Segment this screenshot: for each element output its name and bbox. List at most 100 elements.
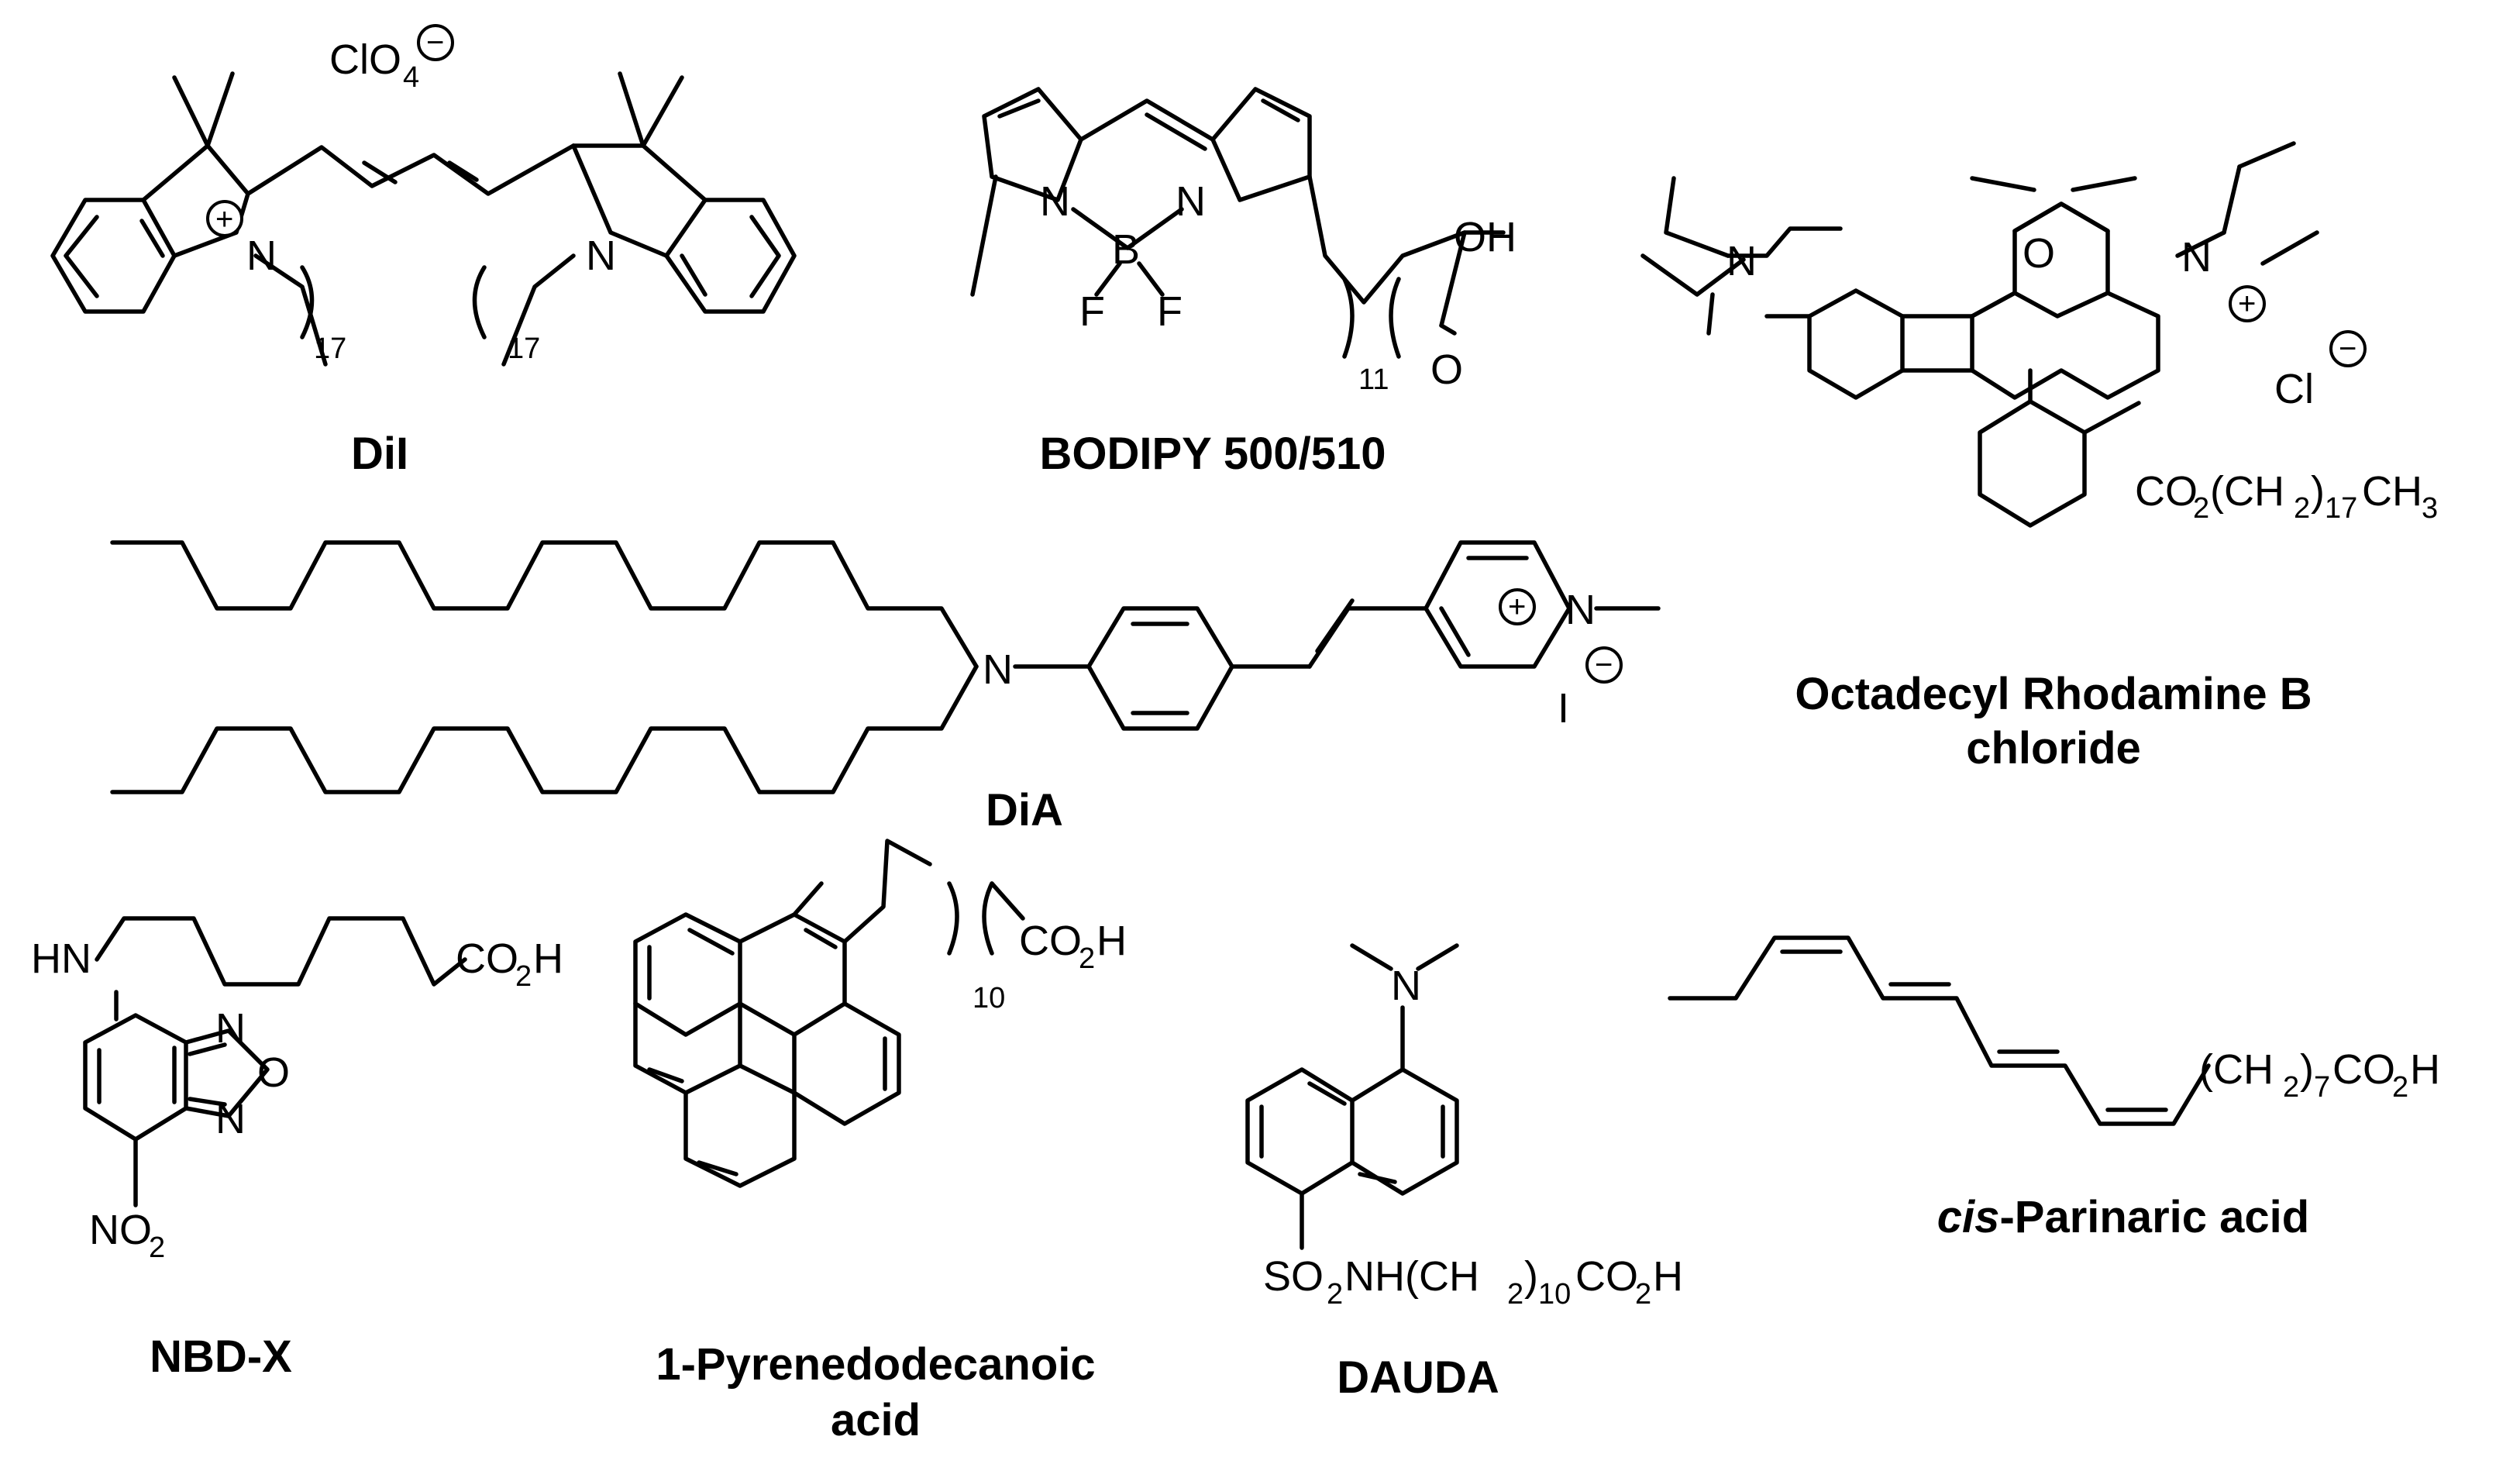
nbd-n2-label: N (215, 1096, 246, 1142)
rhodamine-minus-charge-icon (2329, 330, 2367, 367)
rhodamine-plus-charge-icon (2229, 285, 2266, 322)
parinaric-caption: cis-Parinaric acid (1937, 1192, 2309, 1242)
svg-text:SO: SO (1263, 1253, 1324, 1300)
bodipy-chain-count: 11 (1358, 363, 1389, 396)
svg-text:2: 2 (1327, 1278, 1343, 1311)
pyrene-structure: CO 2 H 10 1-Pyrenedodecanoic acid (633, 839, 1127, 1445)
nbd-o-label: O (257, 1049, 290, 1096)
svg-text:−: − (1595, 648, 1613, 682)
dii-plus-charge-icon (206, 200, 243, 237)
svg-text:NH(CH: NH(CH (1344, 1253, 1479, 1300)
svg-text:): ) (2300, 1046, 2314, 1093)
svg-text:2: 2 (1635, 1278, 1651, 1311)
bodipy-n-right-label: N (1176, 178, 1206, 225)
dii-caption: DiI (351, 429, 408, 479)
svg-text:−: − (2339, 332, 2356, 366)
dii-right-pyrrole (571, 143, 707, 258)
dia-plus-charge-icon (1499, 588, 1536, 625)
svg-text:+: + (2238, 287, 2256, 321)
pyrene-ring-system (738, 912, 847, 1037)
bodipy-right-pyrrole (1210, 87, 1312, 202)
dii-right-benzene (664, 198, 797, 314)
bodipy-f1-label: F (1079, 288, 1105, 335)
svg-text:−: − (426, 26, 444, 60)
dii-structure: N N + 17 17 ClO 4 − DiI (50, 24, 797, 479)
nbd-x-structure: HN CO 2 H N O N NO 2 NBD-X (31, 916, 563, 1382)
parinaric-polyene-chain (1668, 935, 2211, 1126)
bodipy-n-left-label: N (1040, 178, 1070, 225)
rhodamine-ester-label: CO 2 (CH 2 ) 17 CH 3 (2135, 468, 2438, 525)
bodipy-caption: BODIPY 500/510 (1039, 429, 1386, 479)
dii-chain-count-right: 17 (508, 332, 540, 365)
bodipy-f2-label: F (1157, 288, 1183, 335)
dii-chain-count-left: 17 (314, 332, 346, 365)
dia-upper-alkyl-chain (110, 540, 979, 669)
bodipy-b-label: B (1112, 226, 1140, 273)
rhodamine-caption-line2: chloride (1966, 723, 2141, 773)
svg-text:): ) (1524, 1253, 1538, 1300)
svg-text:H: H (1653, 1253, 1683, 1300)
svg-text:H: H (1096, 918, 1127, 964)
dia-structure: N N + I − DiA (110, 540, 1661, 835)
dii-left-pyrrole (141, 143, 250, 258)
dii-n-label: N (586, 233, 616, 279)
dia-pyridinium-ring (1424, 540, 1572, 669)
dauda-structure: N SO 2 NH(CH 2 ) 10 CO 2 H DAUDA (1245, 943, 1683, 1403)
parinaric-tail-label: (CH 2 ) 7 CO 2 H (2199, 1046, 2440, 1104)
svg-text:(CH: (CH (2199, 1046, 2274, 1093)
pyrene-co2h-label: CO 2 H (1019, 918, 1127, 975)
dia-pyridinium-n-label: N (1565, 587, 1596, 633)
svg-text:H: H (2410, 1046, 2440, 1093)
rhodamine-counterion-label: Cl (2274, 366, 2314, 412)
svg-text:(CH: (CH (2210, 468, 2284, 515)
svg-text:CO: CO (2332, 1046, 2395, 1093)
dauda-amine-n-label: N (1391, 963, 1421, 1009)
svg-text:2: 2 (1079, 942, 1095, 975)
rhodamine-benzoate-ring (1978, 399, 2087, 528)
pyrene-chain-count: 10 (973, 982, 1005, 1014)
nbd-co2h-label: CO 2 H (456, 935, 563, 993)
dia-lower-alkyl-chain (110, 664, 979, 794)
rhodamine-caption-line1: Octadecyl Rhodamine B (1795, 669, 2312, 719)
nbd-n1-label: N (215, 1005, 246, 1052)
svg-text:2: 2 (2193, 492, 2209, 525)
svg-text:CO: CO (2135, 468, 2198, 515)
nbd-no2-label: NO 2 (89, 1207, 165, 1264)
dii-left-benzene (50, 198, 177, 314)
rhodamine-o-label: O (2023, 230, 2055, 277)
svg-text:+: + (215, 202, 233, 236)
svg-text:): ) (2311, 468, 2325, 515)
nbd-hn-label: HN (31, 935, 91, 982)
svg-text:NO: NO (89, 1207, 152, 1253)
svg-text:7: 7 (2314, 1071, 2330, 1104)
dii-minus-charge-icon (417, 24, 454, 61)
svg-text:H: H (533, 935, 563, 982)
dii-counterion-label: ClO (329, 36, 401, 83)
svg-text:2: 2 (1507, 1278, 1523, 1311)
nbd-x-caption: NBD-X (150, 1331, 292, 1382)
dii-n-plus-label: N (246, 233, 277, 279)
svg-text:CO: CO (456, 935, 518, 982)
dauda-caption: DAUDA (1337, 1352, 1499, 1403)
svg-text:2: 2 (515, 960, 532, 993)
rhodamine-iminium-n-label: N (2181, 234, 2212, 281)
bodipy-o-label: O (1430, 346, 1463, 393)
rhodamine-amine-n-label: N (1726, 238, 1757, 284)
dii-polymethine (246, 143, 576, 196)
dia-amine-n-label: N (983, 646, 1013, 693)
bodipy-oh-label: OH (1454, 214, 1516, 260)
dia-minus-charge-icon (1585, 646, 1623, 684)
rhodamine-xanthene-core (1807, 288, 1905, 400)
bodipy-left-pyrrole (982, 87, 1083, 202)
svg-text:2: 2 (149, 1231, 165, 1264)
rhodamine-structure: N O N + Cl − CO 2 (CH 2 ) 17 CH 3 Octade… (1640, 141, 2438, 773)
pyrene-caption-line1: 1-Pyrenedodecanoic (656, 1339, 1095, 1390)
parinaric-structure: (CH 2 ) 7 CO 2 H cis-Parinaric acid (1668, 935, 2440, 1242)
svg-text:+: + (1508, 590, 1526, 624)
svg-text:2: 2 (2294, 492, 2310, 525)
dauda-sulfonamide-label: SO 2 NH(CH 2 ) 10 CO 2 H (1263, 1253, 1683, 1311)
bodipy-structure: N N B F F OH O 11 BODIPY 500/510 (970, 87, 1516, 479)
dia-caption: DiA (986, 785, 1063, 835)
